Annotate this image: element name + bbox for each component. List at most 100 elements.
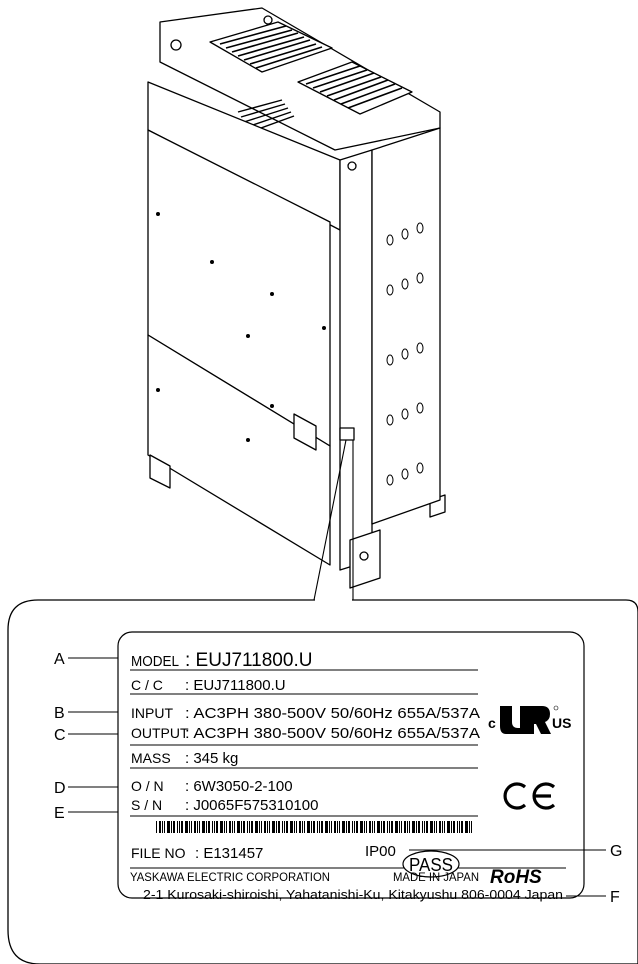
side-holes — [386, 222, 424, 486]
ul-c-text: c — [488, 715, 496, 731]
barcode-bar — [404, 821, 406, 833]
barcode-bar — [395, 821, 398, 833]
barcode-bar — [407, 821, 408, 833]
barcode-bar — [354, 821, 355, 833]
barcode-bar — [232, 821, 233, 833]
pass-mark-oval — [402, 850, 460, 878]
zoom-leader-left — [313, 439, 347, 601]
barcode-bar — [457, 821, 458, 833]
barcode-bar — [337, 821, 338, 833]
barcode-bar — [234, 821, 235, 833]
input-value: : AC3PH 380-500V 50/60Hz 655A/537A — [185, 705, 480, 722]
ce-c-icon — [503, 782, 527, 810]
model-key: MODEL — [131, 653, 179, 670]
side-panel — [339, 149, 373, 571]
barcode-bar — [179, 821, 180, 833]
barcode-bar — [436, 821, 437, 833]
barcode-bar — [202, 821, 205, 833]
barcode-bar — [366, 821, 367, 833]
barcode-bar — [387, 821, 388, 833]
barcode-bar — [199, 821, 200, 833]
barcode-bar — [299, 821, 301, 833]
front-panel-lower — [147, 334, 331, 566]
barcode-bar — [251, 821, 253, 833]
address: 2-1 Kurosaki-shiroishi, Yahatanishi-Ku, … — [143, 887, 563, 902]
barcode-bar — [339, 821, 340, 833]
serial-number-value: : J0065F575310100 — [185, 797, 318, 814]
barcode-bar — [331, 821, 332, 833]
small-label — [293, 413, 317, 451]
ip-rating: IP00 — [365, 843, 396, 860]
barcode-bar — [264, 821, 266, 833]
output-key: OUTPUT — [131, 725, 189, 741]
barcode-bar — [237, 821, 240, 833]
barcode-bar — [369, 821, 371, 833]
barcode-bar — [278, 821, 280, 833]
mounting-hole — [347, 161, 357, 171]
barcode-bar — [364, 821, 365, 833]
callout-e: E — [54, 805, 65, 822]
barcode-bar — [284, 821, 285, 833]
barcode-bar — [321, 821, 323, 833]
callout-g: G — [610, 843, 622, 860]
rohs-mark: RoHS — [490, 867, 542, 888]
barcode-bar — [444, 821, 445, 833]
barcode-bar — [381, 821, 382, 833]
fan-grille-right — [297, 61, 413, 115]
ce-mark — [503, 782, 556, 810]
bottom-foot-left — [149, 454, 171, 489]
barcode-bar — [286, 821, 288, 833]
barcode-bar — [372, 821, 373, 833]
barcode-bar — [325, 821, 328, 833]
barcode-bar — [317, 821, 318, 833]
barcode-bar — [171, 821, 172, 833]
barcode-bar — [447, 821, 450, 833]
barcode-bar — [453, 821, 455, 833]
barcode-bar — [412, 821, 415, 833]
file-number-key: FILE NO — [131, 845, 186, 861]
made-in-japan: MADE IN JAPAN — [393, 870, 479, 884]
barcode-bar — [360, 821, 363, 833]
barcode-bar — [342, 821, 345, 833]
mass-key: MASS — [131, 750, 171, 766]
barcode-bar — [465, 821, 468, 833]
barcode-bar — [241, 821, 242, 833]
barcode-bar — [304, 821, 305, 833]
mounting-hole — [170, 39, 182, 51]
nameplate-rule-lines — [130, 669, 566, 869]
barcode-bar — [185, 821, 188, 833]
barcode-bar — [177, 821, 178, 833]
callout-leader-lines — [68, 657, 606, 897]
barcode-bar — [401, 821, 402, 833]
order-number-value: : 6W3050-2-100 — [185, 778, 293, 795]
barcode-bar — [451, 821, 452, 833]
file-number-value: : E131457 — [195, 845, 263, 862]
barcode-bar — [261, 821, 262, 833]
barcode-bar — [272, 821, 275, 833]
callout-f: F — [610, 889, 620, 906]
cc-value: : EUJ711800.U — [185, 677, 286, 694]
barcode-bar — [269, 821, 270, 833]
barcode-bar — [229, 821, 231, 833]
barcode-bar — [424, 821, 425, 833]
callout-c: C — [54, 727, 66, 744]
barcode-bar — [352, 821, 353, 833]
barcode-bar — [216, 821, 218, 833]
barcode-bar — [418, 821, 420, 833]
barcode-bar — [409, 821, 410, 833]
barcode-bar — [208, 821, 210, 833]
output-value: : AC3PH 380-500V 50/60Hz 655A/537A — [185, 725, 480, 742]
registered-icon — [553, 705, 559, 711]
barcode-bar — [346, 821, 347, 833]
barcode-bar — [162, 821, 163, 833]
barcode-bar — [259, 821, 260, 833]
barcode-bar — [430, 821, 433, 833]
barcode-bar — [383, 821, 385, 833]
input-key: INPUT — [131, 705, 173, 721]
callout-a: A — [54, 651, 65, 668]
serial-number-key: S / N — [131, 797, 162, 813]
front-screws — [156, 212, 326, 442]
barcode-bar — [459, 821, 460, 833]
barcode-bar — [329, 821, 330, 833]
mounting-hole — [263, 15, 273, 25]
